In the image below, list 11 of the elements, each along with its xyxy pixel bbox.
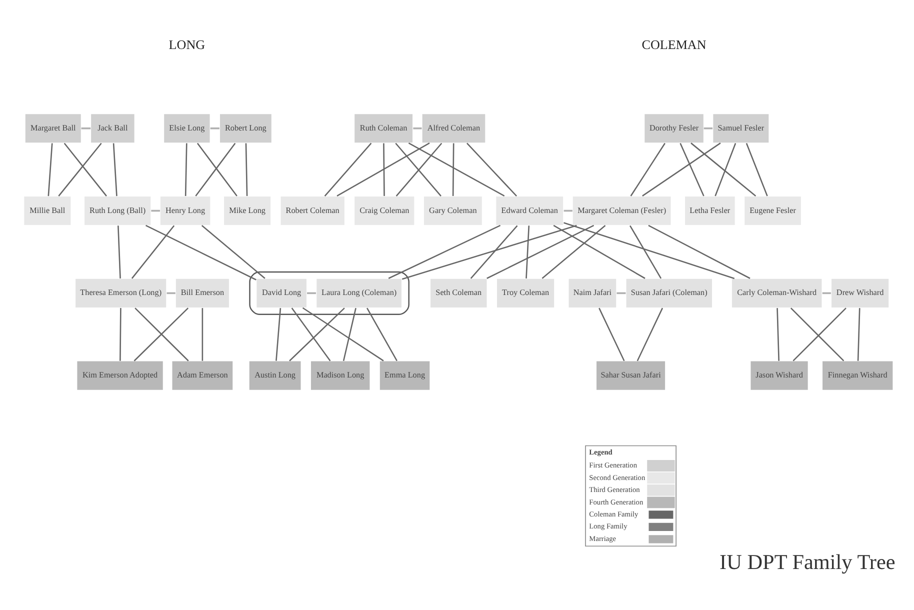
legend-label: First Generation — [589, 460, 638, 470]
label: LONG — [168, 37, 206, 52]
legend-label: Fourth Generation — [589, 497, 644, 506]
legend-label: Third Generation — [589, 485, 640, 494]
label: Legend — [589, 447, 612, 456]
legend-label: Long Family — [589, 522, 628, 531]
legend-label: Marriage — [589, 534, 616, 543]
legend-label: Second Generation — [589, 472, 646, 482]
legend-label: Coleman Family — [589, 509, 638, 518]
label: COLEMAN — [642, 37, 706, 52]
diagram-title: IU DPT Family Tree — [720, 550, 896, 574]
